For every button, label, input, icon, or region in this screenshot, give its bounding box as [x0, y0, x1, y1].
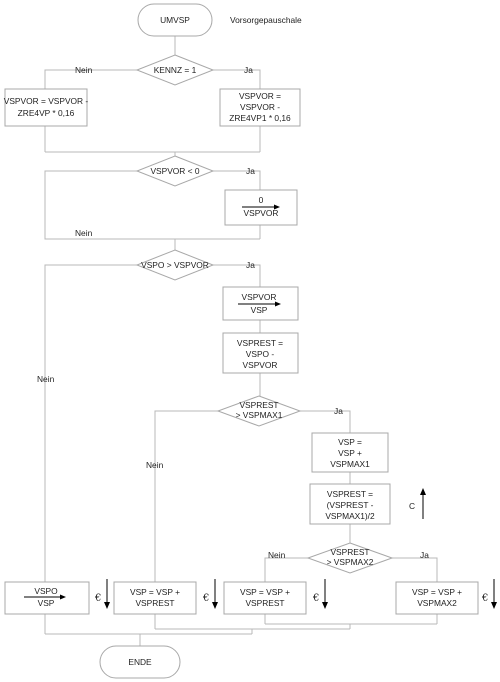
branch-yes-label: Ja [420, 550, 429, 560]
box-vsp-plus-vsprest-b-line2: VSPREST [245, 598, 284, 608]
box-vsp-plus-max2: VSP = VSP + VSPMAX2 [395, 581, 479, 615]
box-vsp-plus-max2-line2: VSPMAX2 [417, 598, 457, 608]
branch-no-label: Nein [75, 228, 93, 238]
box-kennz-yes-line1: VSPVOR = [239, 91, 281, 101]
cent-label: C [409, 501, 415, 511]
down-arrowhead-icon [212, 602, 218, 609]
branch-no-label: Nein [268, 550, 286, 560]
box-vsp-plus-vsprest-a-line1: VSP = VSP + [130, 587, 180, 597]
box-vsp-plus-vsprest-a: VSP = VSP + VSPREST [113, 581, 197, 615]
box-vsprest-calc: VSPREST = VSPO - VSPVOR [222, 332, 299, 374]
start-caption: Vorsorgepauschale [230, 15, 302, 25]
box-kennz-yes-line3: ZRE4VP1 * 0,16 [229, 113, 291, 123]
branch-no-label: Nein [37, 374, 55, 384]
decision-vsprest1-line2: > VSPMAX1 [236, 410, 283, 420]
branch-no-label: Nein [75, 65, 93, 75]
euro-icon: € [312, 593, 319, 604]
assign-arrowhead-icon [275, 301, 281, 307]
decision-vsprest-gt-vspmax2: VSPREST > VSPMAX2 [306, 542, 394, 574]
euro-icon: € [481, 593, 488, 604]
box-vspvor-to-vsp: VSPVOR VSP [222, 286, 299, 321]
euro-marker-4: € [481, 579, 497, 609]
box-kennz-yes-line2: VSPVOR - [240, 102, 280, 112]
box-vsp-plus-vsprest-b: VSP = VSP + VSPREST [223, 581, 307, 615]
decision-vspo-gt-vspvor: VSPO > VSPVOR [135, 249, 215, 281]
box-vsprest-calc-line3: VSPVOR [243, 360, 278, 370]
box-vsp-plus-max1: VSP = VSP + VSPMAX1 [311, 432, 389, 473]
box-vspo-to-vsp: VSPO VSP [4, 581, 90, 615]
euro-marker-1: € [94, 579, 110, 609]
decision-vsprest-gt-vspmax1: VSPREST > VSPMAX1 [216, 395, 302, 427]
box-vsp-plus-vsprest-b-line1: VSP = VSP + [240, 587, 290, 597]
assign-arrowhead-icon [60, 594, 66, 600]
decision-vsprest2-line1: VSPREST [330, 547, 369, 557]
box-vsprest-half: VSPREST = (VSPREST - VSPMAX1)/2 [309, 483, 391, 525]
box-vsprest-half-line1: VSPREST = [327, 489, 373, 499]
box-vspo-to-vsp-target: VSP [38, 598, 55, 608]
box-vsprest-half-line2: (VSPREST - [327, 500, 374, 510]
cent-marker: C [409, 488, 426, 519]
box-kennz-no: VSPVOR = VSPVOR - ZRE4VP * 0,16 [4, 88, 89, 127]
start-label: UMVSP [160, 15, 190, 25]
box-vsp-plus-max2-line1: VSP = VSP + [412, 587, 462, 597]
branch-yes-label: Ja [244, 65, 253, 75]
box-vsp-plus-vsprest-a-line2: VSPREST [135, 598, 174, 608]
box-assign-zero-source: 0 [259, 195, 264, 205]
decision-vspo-gt-label: VSPO > VSPVOR [141, 260, 209, 270]
box-assign-zero-target: VSPVOR [244, 208, 279, 218]
euro-marker-3: € [312, 579, 328, 609]
box-vspvor-to-vsp-source: VSPVOR [242, 292, 277, 302]
box-vspo-to-vsp-source: VSPO [34, 586, 58, 596]
decision-kennz-label: KENNZ = 1 [154, 65, 197, 75]
end-label: ENDE [128, 657, 152, 667]
box-kennz-yes: VSPVOR = VSPVOR - ZRE4VP1 * 0,16 [219, 88, 301, 127]
box-kennz-no-line1: VSPVOR = VSPVOR - [4, 96, 89, 106]
branch-yes-label: Ja [334, 406, 343, 416]
down-arrowhead-icon [104, 602, 110, 609]
box-vsp-plus-max1-line3: VSPMAX1 [330, 459, 370, 469]
box-vspvor-to-vsp-target: VSP [251, 305, 268, 315]
box-vsp-plus-max1-line1: VSP = [338, 437, 362, 447]
box-vsprest-calc-line2: VSPO - [246, 349, 275, 359]
decision-kennz: KENNZ = 1 [135, 54, 215, 86]
euro-icon: € [202, 593, 209, 604]
start-terminator: UMVSP [137, 3, 213, 37]
down-arrowhead-icon [322, 602, 328, 609]
branch-yes-label: Ja [246, 166, 255, 176]
decision-vspvor-lt0: VSPVOR < 0 [135, 155, 215, 187]
branch-labels: Nein Ja Ja Nein Ja Nein Ja Nein Nein Ja [37, 65, 429, 560]
box-kennz-no-line2: ZRE4VP * 0,16 [18, 108, 75, 118]
decision-vspvor-lt0-label: VSPVOR < 0 [150, 166, 199, 176]
decision-vsprest2-line2: > VSPMAX2 [327, 557, 374, 567]
branch-yes-label: Ja [246, 260, 255, 270]
box-vsprest-calc-line1: VSPREST = [237, 338, 283, 348]
box-vsp-plus-max1-line2: VSP + [338, 448, 362, 458]
box-assign-zero: 0 VSPVOR [224, 189, 298, 226]
end-terminator: ENDE [99, 645, 181, 679]
branch-no-label: Nein [146, 460, 164, 470]
down-arrowhead-icon [491, 602, 497, 609]
connectors [44, 36, 438, 646]
euro-icon: € [94, 593, 101, 604]
box-vsprest-half-line3: VSPMAX1)/2 [325, 511, 375, 521]
euro-marker-2: € [202, 579, 218, 609]
decision-vsprest1-line1: VSPREST [239, 400, 278, 410]
assign-arrowhead-icon [274, 204, 280, 210]
up-arrowhead-icon [420, 488, 426, 495]
